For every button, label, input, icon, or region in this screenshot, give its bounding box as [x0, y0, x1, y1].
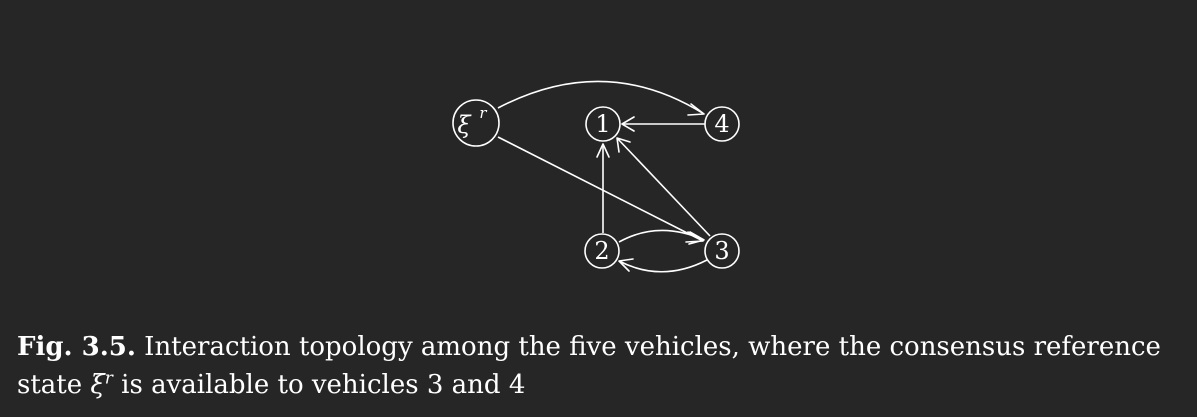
arrowhead-2-to-1	[596, 143, 610, 158]
edge-3-to-1	[616, 137, 711, 237]
node-reference-state: ξ r	[452, 99, 500, 147]
caption-text-part2: is available to vehicles 3 and 4	[112, 370, 526, 400]
node-1-label: 1	[595, 110, 610, 138]
node-4-label: 4	[714, 110, 729, 138]
node-1: 1	[585, 106, 621, 142]
arrowhead-3-to-2	[618, 258, 634, 272]
edge-ref-to-4	[497, 80, 705, 115]
node-2: 2	[584, 233, 620, 269]
node-2-label: 2	[594, 237, 609, 265]
figure-caption: Fig. 3.5. Interaction topology among the…	[17, 328, 1187, 404]
arrowhead-ref-to-4	[687, 103, 705, 116]
arrowhead-3-to-1	[616, 137, 631, 153]
node-reference-superscript: r	[479, 104, 487, 122]
caption-math-superscript: r	[104, 368, 113, 389]
edge-ref-to-3	[497, 136, 704, 242]
node-3-label: 3	[714, 237, 729, 265]
node-4: 4	[704, 106, 740, 142]
caption-text-part1: Interaction topology among the five vehi…	[17, 332, 1161, 400]
figure-label: Fig. 3.5.	[17, 332, 136, 362]
caption-math-symbol: ξ	[90, 370, 105, 400]
node-3: 3	[704, 233, 740, 269]
arrowhead-2-to-3	[688, 231, 705, 245]
interaction-topology-diagram: ξ r 1 4 2 3	[452, 80, 740, 273]
edge-3-to-2	[618, 259, 708, 273]
arrowhead-4-to-1	[621, 116, 635, 132]
node-reference-label: ξ	[457, 111, 472, 139]
edge-2-to-3	[618, 229, 705, 243]
